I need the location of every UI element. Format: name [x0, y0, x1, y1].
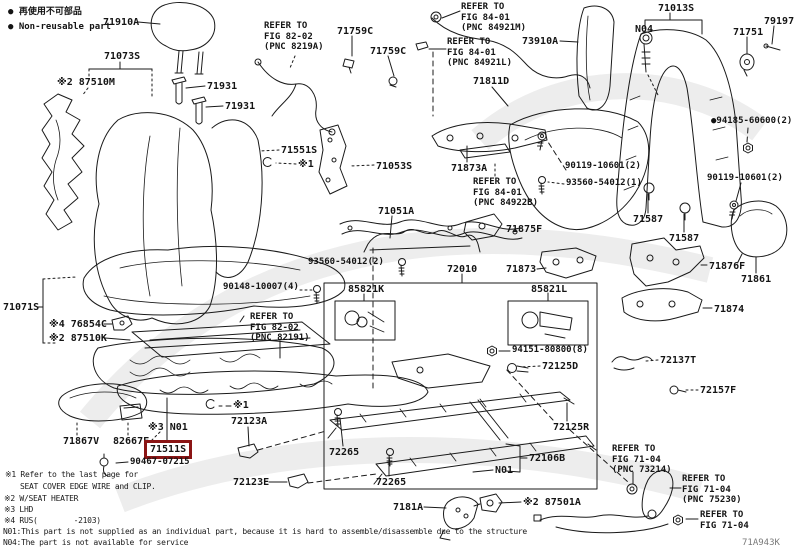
part-label-71751-14[interactable]: 71751: [733, 27, 764, 38]
seatback-cover-sketch: [93, 112, 263, 325]
part-label-4-76854c-40[interactable]: ※4 76854C: [49, 319, 107, 330]
part-label-71759c-5[interactable]: 71759C: [337, 26, 374, 37]
watermark: [79, 73, 768, 513]
footnote-5: N01:This part is not supplied as an indi…: [3, 527, 527, 536]
part-label-72123e-53[interactable]: 72123E: [233, 477, 270, 488]
part-label-71873a-19[interactable]: 71873A: [451, 163, 488, 174]
part-label-82667f-47[interactable]: 82667F: [113, 436, 150, 447]
part-label-72106b-57[interactable]: 72106B: [529, 453, 566, 464]
part-label-2-87510m-2[interactable]: ※2 87510M: [57, 77, 115, 88]
part-label-73910a-10[interactable]: 73910A: [522, 36, 559, 47]
part-label-79197-15[interactable]: 79197: [764, 16, 795, 27]
cushion-sketch: [82, 219, 523, 395]
part-label-72137t-44[interactable]: 72137T: [660, 355, 697, 366]
part-label-90119-10601-2-17[interactable]: 90119-10601(2): [565, 161, 641, 171]
part-label-71931-4[interactable]: 71931: [225, 101, 256, 112]
part-label-85821l-36[interactable]: 85821L: [531, 284, 568, 295]
part-label-1-29: ※1: [298, 159, 314, 170]
seatback-side-parts-sketch: [318, 124, 481, 253]
recliner-bracket-sketch: [431, 122, 788, 322]
part-label-71861-26[interactable]: 71861: [741, 274, 772, 285]
part-label-71013s-12[interactable]: 71013S: [658, 3, 695, 14]
part-label-n04-13: N04: [635, 24, 654, 35]
part-label-71759c-6[interactable]: 71759C: [370, 46, 407, 57]
part-label-72265-55[interactable]: 72265: [376, 477, 407, 488]
part-label-90119-10601-2-22[interactable]: 90119-10601(2): [707, 173, 783, 183]
figure-code: 71A943K: [742, 538, 780, 548]
legend-nonreusable-en: ● Non-reusable part: [8, 22, 111, 32]
part-label-71867v-46[interactable]: 71867V: [63, 436, 100, 447]
part-label-72125r-56[interactable]: 72125R: [553, 422, 590, 433]
part-label-71551s-28[interactable]: 71551S: [281, 145, 318, 156]
footnote-3: ※3 LHD: [4, 505, 33, 514]
part-label-71874-27[interactable]: 71874: [714, 304, 745, 315]
footnote-6: N04:The part is not available for servic…: [3, 538, 189, 547]
headrest-sketch: [150, 2, 216, 125]
part-label-71587-24[interactable]: 71587: [669, 233, 700, 244]
part-label-71053s-30[interactable]: 71053S: [376, 161, 413, 172]
part-label-71931-3[interactable]: 71931: [207, 81, 238, 92]
part-label-72125d-43[interactable]: 72125D: [542, 361, 579, 372]
part-label-90467-07215-50[interactable]: 90467-07215: [130, 457, 190, 467]
cushion-pad-sketch: [58, 157, 429, 489]
part-label-2-87501a-60[interactable]: ※2 87501A: [523, 497, 581, 508]
part-label-71873-34[interactable]: 71873: [506, 264, 537, 275]
part-label-71051a-31[interactable]: 71051A: [378, 206, 415, 217]
part-label-71073s-1[interactable]: 71073S: [104, 51, 141, 62]
release-cable-sketch: [439, 470, 683, 541]
part-label-n01-58: N01: [495, 465, 514, 476]
part-label-7181a-59[interactable]: 7181A: [393, 502, 424, 513]
part-label-1-52: ※1: [233, 400, 249, 411]
part-label-71811d-11[interactable]: 71811D: [473, 76, 510, 87]
legend-nonreusable-cn: ● 再使用不可部品: [8, 7, 82, 17]
part-label-93560-54012-2-32[interactable]: 93560-54012(2): [308, 257, 384, 267]
part-label-72157f-45[interactable]: 72157F: [700, 385, 737, 396]
part-label-3-n01-48: ※3 N01: [148, 422, 188, 433]
leader-lines: [36, 10, 775, 520]
part-label-72123a-51[interactable]: 72123A: [231, 416, 268, 427]
part-label-71875f-21[interactable]: 71875F: [506, 224, 543, 235]
side-airbag-sketch: [508, 5, 650, 230]
footnote-1: SEAT COVER EDGE WIRE and CLIP.: [20, 482, 156, 491]
seatback-heater-sketch: [41, 93, 85, 231]
footnote-2: ※2 W/SEAT HEATER: [4, 494, 79, 503]
footnote-4: ※4 RUS( -2103): [4, 516, 101, 525]
part-label-71071s-39[interactable]: 71071S: [3, 302, 40, 313]
part-label-85821k-35[interactable]: 85821K: [348, 284, 385, 295]
footnote-0: ※1 Refer to the last page for: [5, 470, 138, 479]
part-label-94185-60600-2-16[interactable]: ●94185-60600(2): [711, 116, 793, 126]
part-label-93560-54012-1-18[interactable]: 93560-54012(1): [566, 178, 642, 188]
part-label-71587-23[interactable]: 71587: [633, 214, 664, 225]
part-label-72265-54[interactable]: 72265: [329, 447, 360, 458]
part-label-71511s-49[interactable]: 71511S: [144, 440, 193, 459]
part-label-90148-10007-4-37[interactable]: 90148-10007(4): [223, 282, 299, 292]
part-label-71876f-25[interactable]: 71876F: [709, 261, 746, 272]
part-label-71910a-0[interactable]: 71910A: [103, 17, 140, 28]
part-label-94151-80800-8-42[interactable]: 94151-80800(8): [512, 345, 588, 355]
part-label-2-87510k-41[interactable]: ※2 87510K: [49, 333, 107, 344]
part-label-72010-33[interactable]: 72010: [447, 264, 478, 275]
